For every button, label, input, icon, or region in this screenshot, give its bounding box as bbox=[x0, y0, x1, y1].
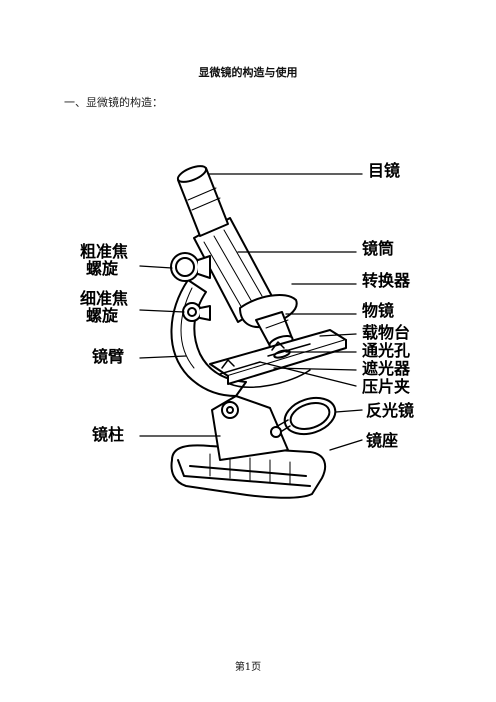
document-title: 显微镜的构造与使用 bbox=[198, 66, 298, 79]
label-base: 镜座 bbox=[366, 431, 399, 450]
label-fine-focus-line1: 细准焦 bbox=[80, 289, 129, 308]
section-heading: 一、显微镜的构造： bbox=[64, 96, 163, 109]
mirror-shape bbox=[283, 396, 337, 436]
label-body-tube: 镜筒 bbox=[362, 239, 395, 258]
page-number: 第1页 bbox=[234, 662, 262, 673]
label-fine-focus-line2: 螺旋 bbox=[86, 305, 119, 325]
label-diaphragm: 遮光器 bbox=[362, 359, 411, 378]
label-stage-aperture: 通光孔 bbox=[362, 341, 411, 360]
label-stage: 载物台 bbox=[362, 323, 411, 342]
fine-focus-knob bbox=[182, 302, 202, 322]
label-coarse-focus-line1: 粗准焦 bbox=[80, 242, 129, 261]
label-nosepiece: 转换器 bbox=[362, 271, 411, 290]
label-fine-focus: 细准焦 螺旋 bbox=[80, 289, 129, 325]
label-coarse-focus-line2: 螺旋 bbox=[86, 258, 119, 278]
label-arm: 镜臂 bbox=[92, 347, 125, 366]
microscope-illustration bbox=[139, 165, 363, 499]
label-mirror: 反光镜 bbox=[366, 401, 415, 420]
label-pillar: 镜柱 bbox=[92, 425, 125, 444]
label-coarse-focus: 粗准焦 螺旋 bbox=[80, 242, 129, 278]
label-stage-clip: 压片夹 bbox=[362, 377, 411, 396]
label-eyepiece: 目镜 bbox=[368, 161, 401, 180]
label-objective: 物镜 bbox=[362, 301, 395, 320]
